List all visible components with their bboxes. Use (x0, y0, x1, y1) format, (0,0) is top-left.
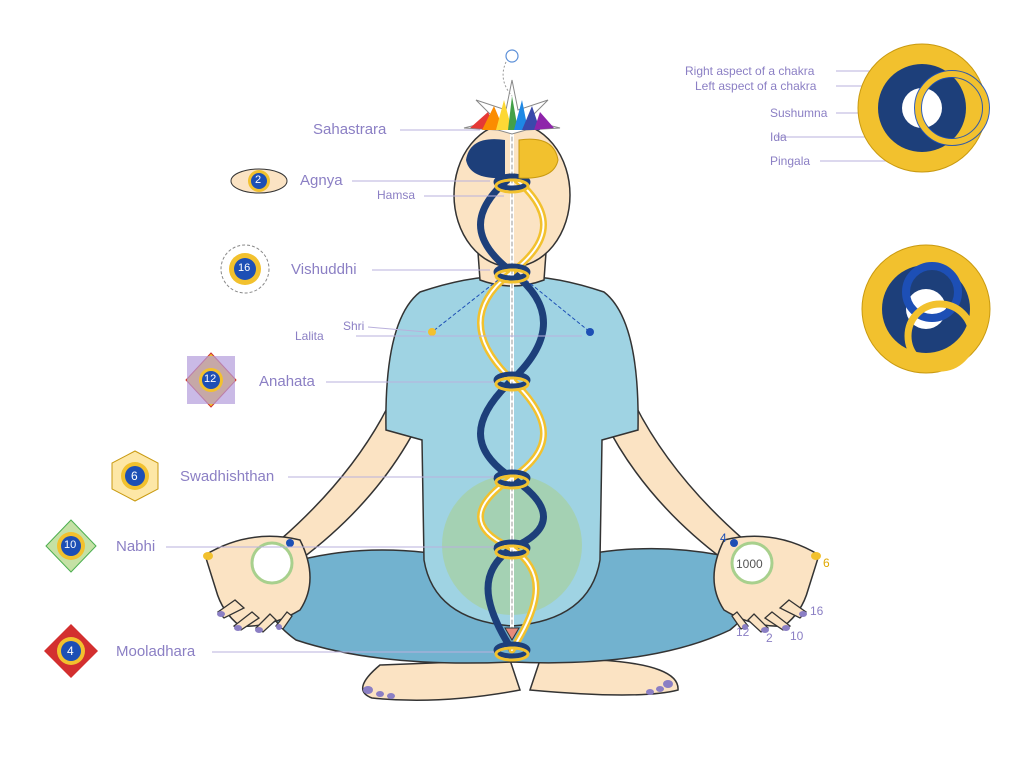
legend-ida: Ida (770, 130, 787, 144)
label-mooladhara: Mooladhara (116, 643, 196, 660)
petals-swadhishthan: 6 (131, 469, 138, 483)
left-hemisphere (466, 139, 505, 179)
legend-chakra-diagram-2 (861, 244, 991, 374)
chakra-icon-agnya (230, 168, 288, 194)
right-hemisphere (518, 138, 559, 179)
label-hamsa: Hamsa (377, 188, 416, 202)
legend-right-aspect: Right aspect of a chakra (685, 64, 815, 78)
kundalini-triangle (504, 627, 520, 641)
label-swadhishthan: Swadhishthan (180, 468, 275, 485)
petals-anahata: 12 (204, 373, 217, 385)
legend-sushumna: Sushumna (770, 106, 828, 120)
hand-num-index: 16 (810, 604, 824, 618)
hand-num-ring: 2 (766, 631, 773, 645)
hand-num-thumb-right: 6 (823, 556, 830, 570)
legend-left-aspect: Left aspect of a chakra (695, 79, 817, 93)
label-nabhi: Nabhi (116, 538, 156, 555)
petals-vishuddhi: 16 (238, 262, 251, 274)
petals-agnya: 2 (255, 174, 262, 186)
hand-num-thumb-left: 4 (720, 531, 727, 545)
label-vishuddhi: Vishuddhi (291, 261, 357, 278)
petals-mooladhara: 4 (67, 644, 74, 658)
label-anahata: Anahata (259, 373, 315, 390)
label-shri: Shri (343, 319, 365, 333)
label-sahastrara: Sahastrara (313, 121, 387, 138)
hand-num-palm: 1000 (736, 557, 763, 571)
label-lalita: Lalita (295, 329, 324, 343)
label-agnya: Agnya (300, 172, 343, 189)
chakra-icon-nabhi (45, 519, 97, 573)
legend-pingala: Pingala (770, 154, 811, 168)
hand-num-middle: 10 (790, 629, 804, 643)
chakra-icon-swadhishthan (111, 450, 159, 502)
spine-chakra-rings (493, 173, 531, 662)
shri-point (586, 328, 594, 336)
petals-nabhi: 10 (64, 539, 77, 551)
chakra-icon-vishuddhi (220, 244, 270, 294)
sahastrara-lotus (463, 49, 561, 135)
chakra-icon-mooladhara (44, 624, 98, 678)
hand-num-little: 12 (736, 625, 750, 639)
chakra-icon-anahata (185, 352, 237, 408)
lalita-point (428, 328, 436, 336)
legend-chakra-diagram (857, 43, 990, 173)
